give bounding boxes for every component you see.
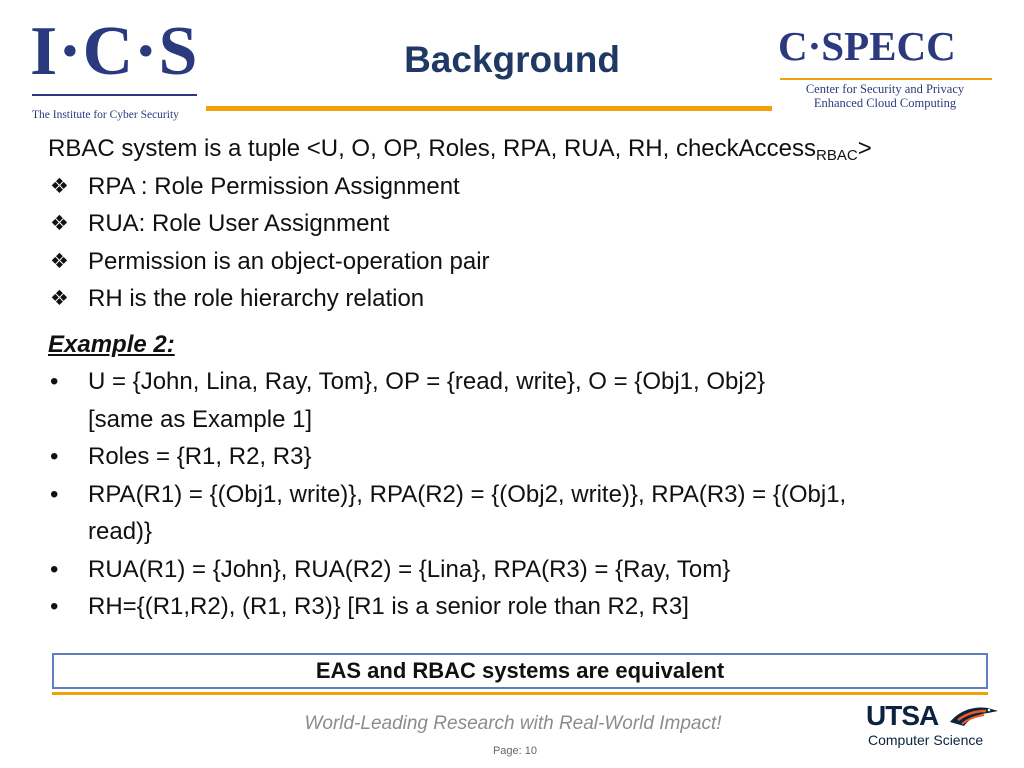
cspecc-logo-subtitle: Center for Security and Privacy Enhanced… <box>778 82 992 110</box>
intro-line: RBAC system is a tuple <U, O, OP, Roles,… <box>48 130 988 168</box>
definition-text: RPA : Role Permission Assignment <box>88 172 460 200</box>
example-bullet: • RPA(R1) = {(Obj1, write)}, RPA(R2) = {… <box>48 476 988 551</box>
equivalence-banner: EAS and RBAC systems are equivalent <box>52 653 988 689</box>
diamond-bullet-icon: ❖ <box>50 249 69 273</box>
bullet-text: RPA(R1) = {(Obj1, write)}, RPA(R2) = {(O… <box>88 480 847 508</box>
bullet-text-continued: [same as Example 1] <box>88 405 313 433</box>
footer-tagline: World-Leading Research with Real-World I… <box>304 713 722 734</box>
definition-item: ❖ Permission is an object-operation pair <box>48 243 988 281</box>
example-heading: Example 2: <box>48 330 175 358</box>
roadrunner-icon <box>950 707 998 726</box>
example-bullet: • U = {John, Lina, Ray, Tom}, OP = {read… <box>48 363 988 438</box>
utsa-logo-word: UTSA <box>866 700 939 731</box>
cspecc-logo-rule <box>780 78 992 80</box>
bullet-text: RUA(R1) = {John}, RUA(R2) = {Lina}, RPA(… <box>88 555 731 583</box>
utsa-logo-subtitle: Computer Science <box>868 732 984 748</box>
diamond-bullet-icon: ❖ <box>50 174 69 198</box>
banner-underline <box>52 692 988 695</box>
cspecc-logo-letters: C·SPECC <box>778 23 956 69</box>
intro-text: RBAC system is a tuple <U, O, OP, Roles,… <box>48 135 817 162</box>
ics-logo-subtitle: The Institute for Cyber Security <box>32 109 179 121</box>
definition-item: ❖ RPA : Role Permission Assignment <box>48 168 988 206</box>
bullet-dot-icon: • <box>50 593 59 620</box>
diamond-bullet-icon: ❖ <box>50 287 69 310</box>
slide-body: RBAC system is a tuple <U, O, OP, Roles,… <box>48 130 988 626</box>
bullet-dot-icon: • <box>50 480 59 508</box>
ics-logo-rule <box>32 94 197 96</box>
definition-text: RUA: Role User Assignment <box>88 210 390 237</box>
bullet-text: U = {John, Lina, Ray, Tom}, OP = {read, … <box>88 368 766 395</box>
bullet-text: RH={(R1,R2), (R1, R3)} [R1 is a senior r… <box>88 593 689 620</box>
ics-logo: I·C·S The Institute for Cyber Security <box>30 13 200 122</box>
utsa-logo: UTSA Computer Science <box>866 700 1006 752</box>
example-bullet: • RUA(R1) = {John}, RUA(R2) = {Lina}, RP… <box>48 551 988 589</box>
intro-subscript: RBAC <box>816 147 858 164</box>
definition-text: RH is the role hierarchy relation <box>88 285 425 312</box>
bullet-text: Roles = {R1, R2, R3} <box>88 443 312 470</box>
slide-title: Background <box>404 39 620 80</box>
example-bullet: • RH={(R1,R2), (R1, R3)} [R1 is a senior… <box>48 588 988 626</box>
title-underline <box>206 106 772 111</box>
definition-item: ❖ RH is the role hierarchy relation <box>48 280 988 318</box>
bullet-text-continued: read)} <box>88 518 153 545</box>
definition-text: Permission is an object-operation pair <box>88 247 490 275</box>
ics-logo-letters: I·C·S <box>30 13 199 90</box>
bullet-dot-icon: • <box>50 555 59 583</box>
cspecc-logo: C·SPECC Center for Security and Privacy … <box>778 22 998 114</box>
bullet-dot-icon: • <box>50 368 59 395</box>
page-number: Page: 10 <box>492 745 538 757</box>
bullet-dot-icon: • <box>50 443 59 470</box>
cspecc-subtitle-line1: Center for Security and Privacy <box>805 82 965 96</box>
intro-tail: > <box>857 135 872 162</box>
diamond-bullet-icon: ❖ <box>50 212 69 235</box>
cspecc-subtitle-line2: Enhanced Cloud Computing <box>813 96 957 110</box>
definition-item: ❖ RUA: Role User Assignment <box>48 205 988 243</box>
example-bullet: • Roles = {R1, R2, R3} <box>48 438 988 476</box>
